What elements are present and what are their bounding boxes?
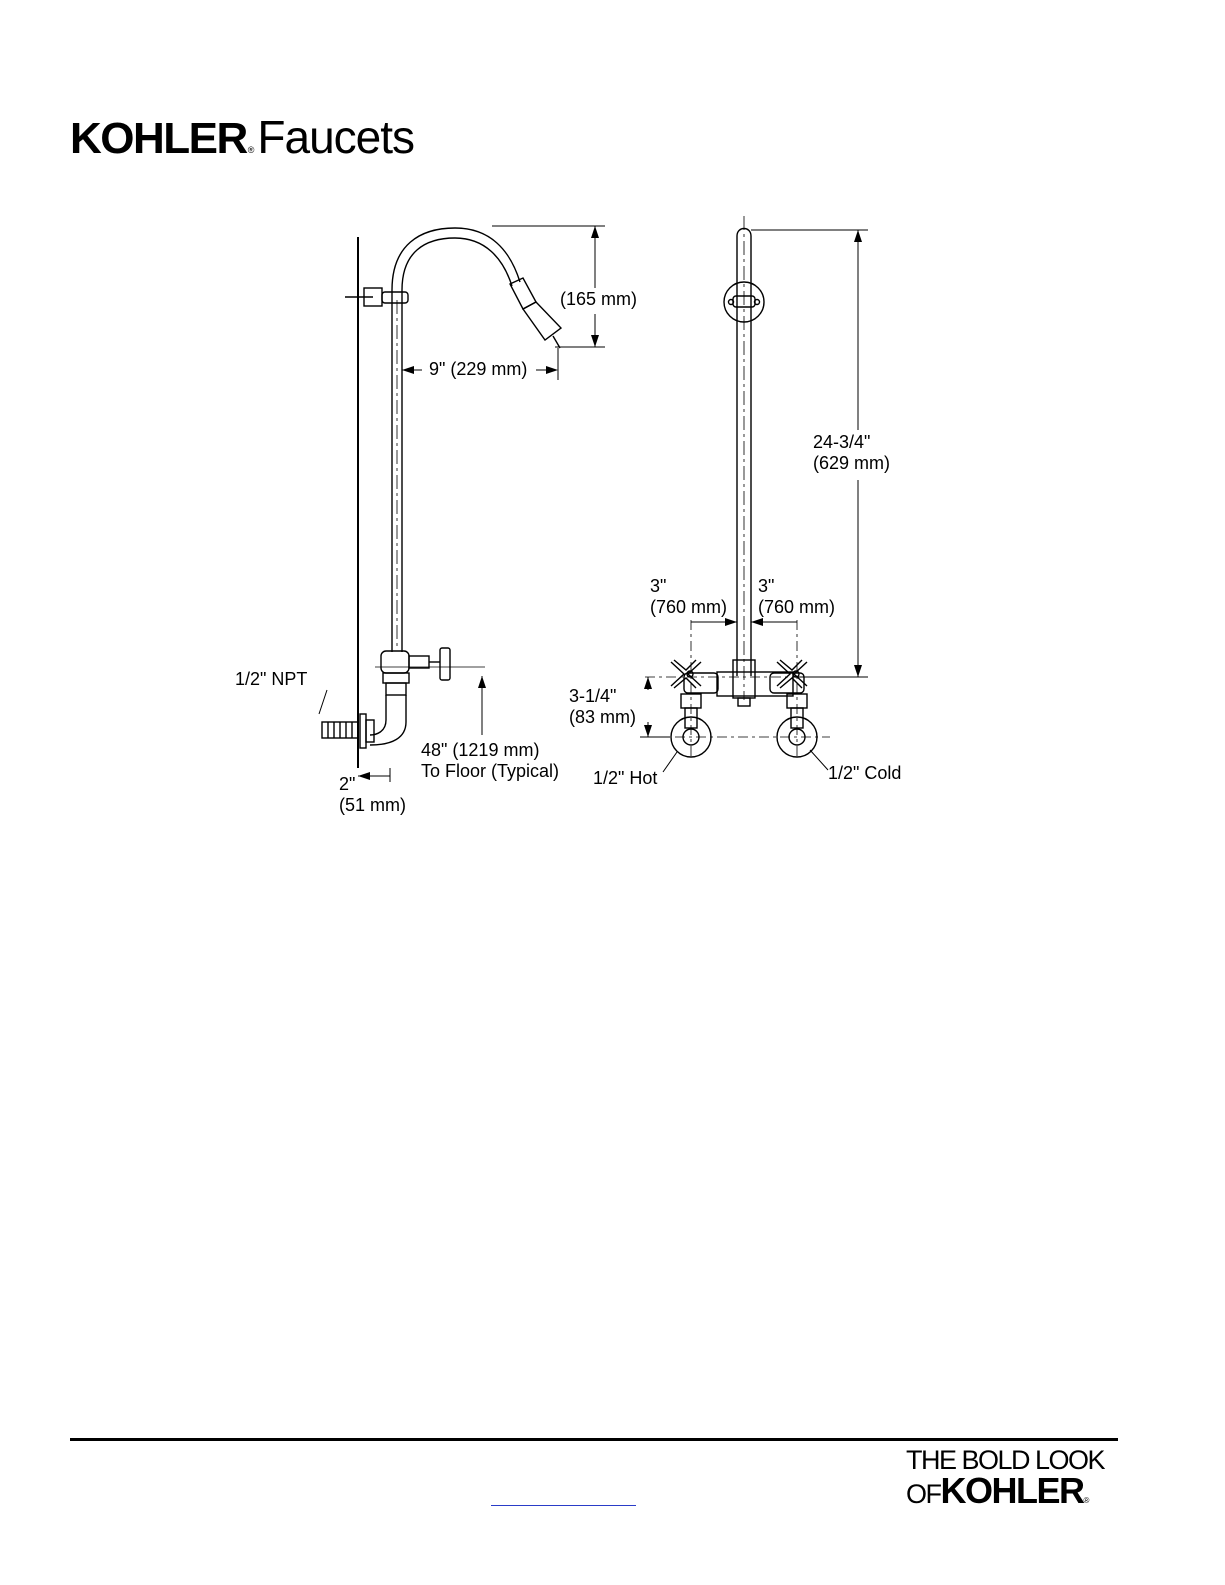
wall-offset-label: 2" bbox=[339, 774, 355, 794]
right-center-mm: (760 mm) bbox=[758, 597, 835, 617]
tagline-registered-mark: ® bbox=[1084, 1496, 1090, 1505]
footer-link[interactable] bbox=[491, 1505, 636, 1506]
hot-supply-label: 1/2" Hot bbox=[593, 768, 657, 788]
footer-rule bbox=[70, 1438, 1118, 1441]
tagline-kohler-logo: KOHLER bbox=[941, 1470, 1084, 1511]
side-dimensions bbox=[319, 226, 605, 782]
wall-offset-mm: (51 mm) bbox=[339, 795, 406, 815]
spout-height-label: (165 mm) bbox=[560, 289, 637, 309]
front-dimensions bbox=[640, 230, 868, 772]
gooseneck-spout bbox=[392, 228, 520, 290]
supply-drop-label: 3-1/4" bbox=[569, 686, 616, 706]
floor-height-label: 48" (1219 mm) bbox=[421, 740, 539, 760]
npt-label: 1/2" NPT bbox=[235, 669, 307, 689]
footer-tagline: THE BOLD LOOK OFKOHLER® bbox=[906, 1446, 1104, 1518]
spout-total-mm: (629 mm) bbox=[813, 453, 890, 473]
side-view bbox=[322, 228, 561, 768]
left-center-label: 3" bbox=[650, 576, 666, 596]
spout-reach-label: 9" (229 mm) bbox=[429, 359, 527, 379]
handle-side bbox=[440, 648, 450, 680]
cold-supply-label: 1/2" Cold bbox=[828, 763, 901, 783]
tagline-of: OF bbox=[906, 1479, 941, 1509]
front-view bbox=[645, 216, 845, 760]
right-center-label: 3" bbox=[758, 576, 774, 596]
left-center-mm: (760 mm) bbox=[650, 597, 727, 617]
floor-height-note: To Floor (Typical) bbox=[421, 761, 559, 781]
supply-drop-mm: (83 mm) bbox=[569, 707, 636, 727]
valve-body bbox=[381, 651, 409, 673]
spout-total-label: 24-3/4" bbox=[813, 432, 870, 452]
tagline-line-2: OFKOHLER® bbox=[906, 1474, 1104, 1518]
